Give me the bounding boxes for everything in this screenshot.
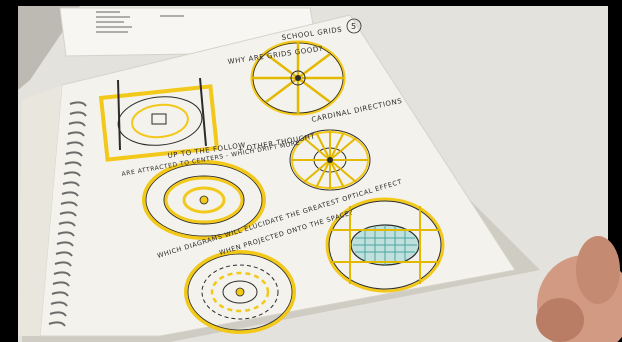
page-number: 5 bbox=[351, 22, 357, 31]
